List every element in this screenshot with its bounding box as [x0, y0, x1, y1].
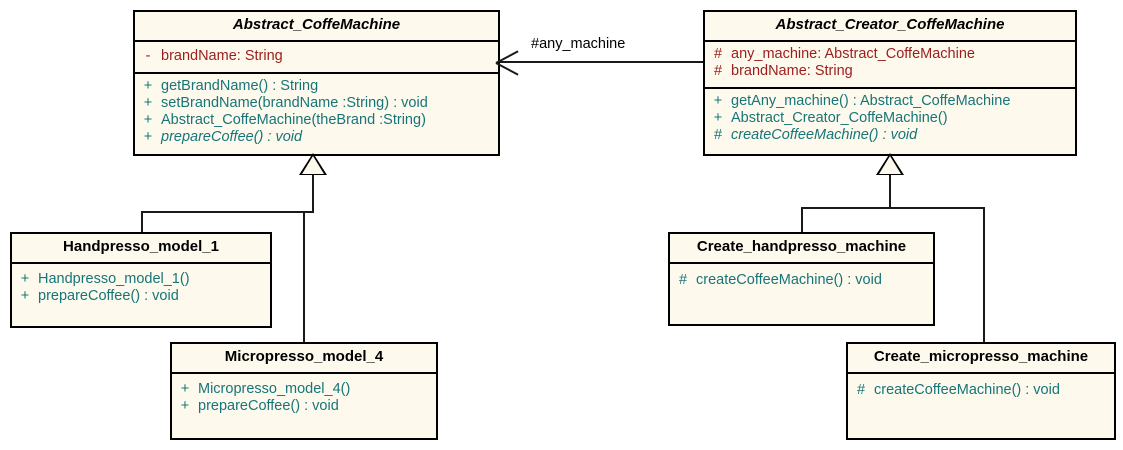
compartment-divider [172, 371, 436, 374]
method-label: setBrandName(brandName :String) : void [161, 94, 428, 111]
inheritance-stem-right [889, 173, 891, 209]
method-label: createCoffeeMachine() : void [874, 381, 1060, 398]
visibility-marker: + [143, 77, 153, 94]
method-row: # createCoffeeMachine() : void [848, 382, 1114, 399]
visibility-marker: + [180, 380, 190, 397]
inheritance-bar-left [141, 211, 314, 213]
visibility-marker: + [20, 287, 30, 304]
method-row: + setBrandName(brandName :String) : void [135, 95, 498, 112]
association-label: #any_machine [531, 36, 626, 52]
visibility-marker: # [678, 271, 688, 288]
visibility-marker: - [145, 47, 151, 64]
methods-compartment: + Micropresso_model_4() + prepareCoffee(… [172, 374, 436, 420]
visibility-marker: + [20, 270, 30, 287]
method-label: Abstract_Creator_CoffeMachine() [731, 109, 948, 126]
attribute-row: # brandName: String [705, 63, 1075, 80]
method-row: + Abstract_CoffeMachine(theBrand :String… [135, 112, 498, 129]
methods-compartment: + Handpresso_model_1() + prepareCoffee()… [12, 264, 270, 310]
class-title-abstract-creator-coffe-machine: Abstract_Creator_CoffeMachine [775, 16, 1005, 33]
method-label: getBrandName() : String [161, 77, 319, 94]
compartment-divider [12, 261, 270, 264]
method-row: + Micropresso_model_4() [172, 381, 436, 398]
compartment-divider [670, 261, 933, 264]
visibility-marker: + [143, 94, 153, 111]
visibility-marker: # [856, 381, 866, 398]
method-row: + prepareCoffee() : void [12, 288, 270, 305]
association-line-any-machine [500, 61, 705, 63]
method-label: prepareCoffee() : void [161, 128, 303, 145]
method-label: prepareCoffee() : void [38, 287, 179, 304]
compartment-divider [848, 371, 1114, 374]
visibility-marker: + [143, 111, 153, 128]
class-title-create-micropresso-machine: Create_micropresso_machine [873, 348, 1089, 365]
class-title-abstract-coffe-machine: Abstract_CoffeMachine [232, 16, 401, 33]
methods-compartment: # createCoffeeMachine() : void [848, 374, 1114, 404]
methods-compartment: + getAny_machine() : Abstract_CoffeMachi… [705, 89, 1075, 149]
compartment-divider [705, 86, 1075, 89]
class-box-micropresso-model-4[interactable]: Micropresso_model_4 + Micropresso_model_… [170, 342, 438, 440]
visibility-marker: # [713, 126, 723, 143]
method-row: + prepareCoffee() : void [135, 129, 498, 146]
visibility-marker: # [713, 62, 723, 79]
visibility-marker: + [180, 397, 190, 414]
methods-compartment: # createCoffeeMachine() : void [670, 264, 933, 294]
class-box-abstract-creator-coffe-machine[interactable]: Abstract_Creator_CoffeMachine # any_mach… [703, 10, 1077, 156]
visibility-marker: # [713, 45, 723, 62]
inheritance-drop-handpresso [141, 211, 143, 234]
methods-compartment: + getBrandName() : String + setBrandName… [135, 74, 498, 151]
method-label: prepareCoffee() : void [198, 397, 339, 414]
visibility-marker: + [713, 109, 723, 126]
method-label: getAny_machine() : Abstract_CoffeMachine [731, 92, 1011, 109]
inheritance-drop-create-handpresso [801, 207, 803, 234]
attribute-label: brandName: String [731, 62, 853, 79]
method-label: createCoffeeMachine() : void [731, 126, 918, 143]
method-row: + prepareCoffee() : void [172, 398, 436, 415]
inheritance-bar-right [801, 207, 984, 209]
inheritance-drop-micropresso [303, 211, 305, 344]
method-label: Abstract_CoffeMachine(theBrand :String) [161, 111, 426, 128]
attribute-label: any_machine: Abstract_CoffeMachine [731, 45, 975, 62]
method-row: # createCoffeeMachine() : void [705, 127, 1075, 144]
method-row: + Handpresso_model_1() [12, 271, 270, 288]
compartment-divider [705, 39, 1075, 42]
inheritance-drop-create-micropresso [983, 207, 985, 344]
compartment-divider [135, 71, 498, 74]
attribute-label: brandName: String [161, 47, 283, 64]
class-title-micropresso-model-4: Micropresso_model_4 [224, 348, 384, 365]
attributes-compartment: # any_machine: Abstract_CoffeMachine # b… [705, 42, 1075, 87]
method-label: Micropresso_model_4() [198, 380, 351, 397]
compartment-divider [135, 39, 498, 42]
class-title-create-handpresso-machine: Create_handpresso_machine [696, 238, 907, 255]
attributes-compartment: - brandName: String [135, 42, 498, 72]
visibility-marker: + [713, 92, 723, 109]
method-row: + getAny_machine() : Abstract_CoffeMachi… [705, 93, 1075, 110]
method-label: Handpresso_model_1() [38, 270, 190, 287]
method-row: + getBrandName() : String [135, 78, 498, 95]
class-box-handpresso-model-1[interactable]: Handpresso_model_1 + Handpresso_model_1(… [10, 232, 272, 328]
inheritance-stem-left [312, 173, 314, 213]
class-title-handpresso-model-1: Handpresso_model_1 [63, 238, 219, 255]
method-row: # createCoffeeMachine() : void [670, 272, 933, 289]
method-row: + Abstract_Creator_CoffeMachine() [705, 110, 1075, 127]
class-box-abstract-coffe-machine[interactable]: Abstract_CoffeMachine - brandName: Strin… [133, 10, 500, 156]
method-label: createCoffeeMachine() : void [696, 271, 882, 288]
class-box-create-handpresso-machine[interactable]: Create_handpresso_machine # createCoffee… [668, 232, 935, 326]
class-box-create-micropresso-machine[interactable]: Create_micropresso_machine # createCoffe… [846, 342, 1116, 440]
visibility-marker: + [143, 128, 153, 145]
attribute-row: # any_machine: Abstract_CoffeMachine [705, 46, 1075, 63]
association-arrowhead [496, 51, 520, 73]
attribute-row: - brandName: String [135, 48, 498, 65]
